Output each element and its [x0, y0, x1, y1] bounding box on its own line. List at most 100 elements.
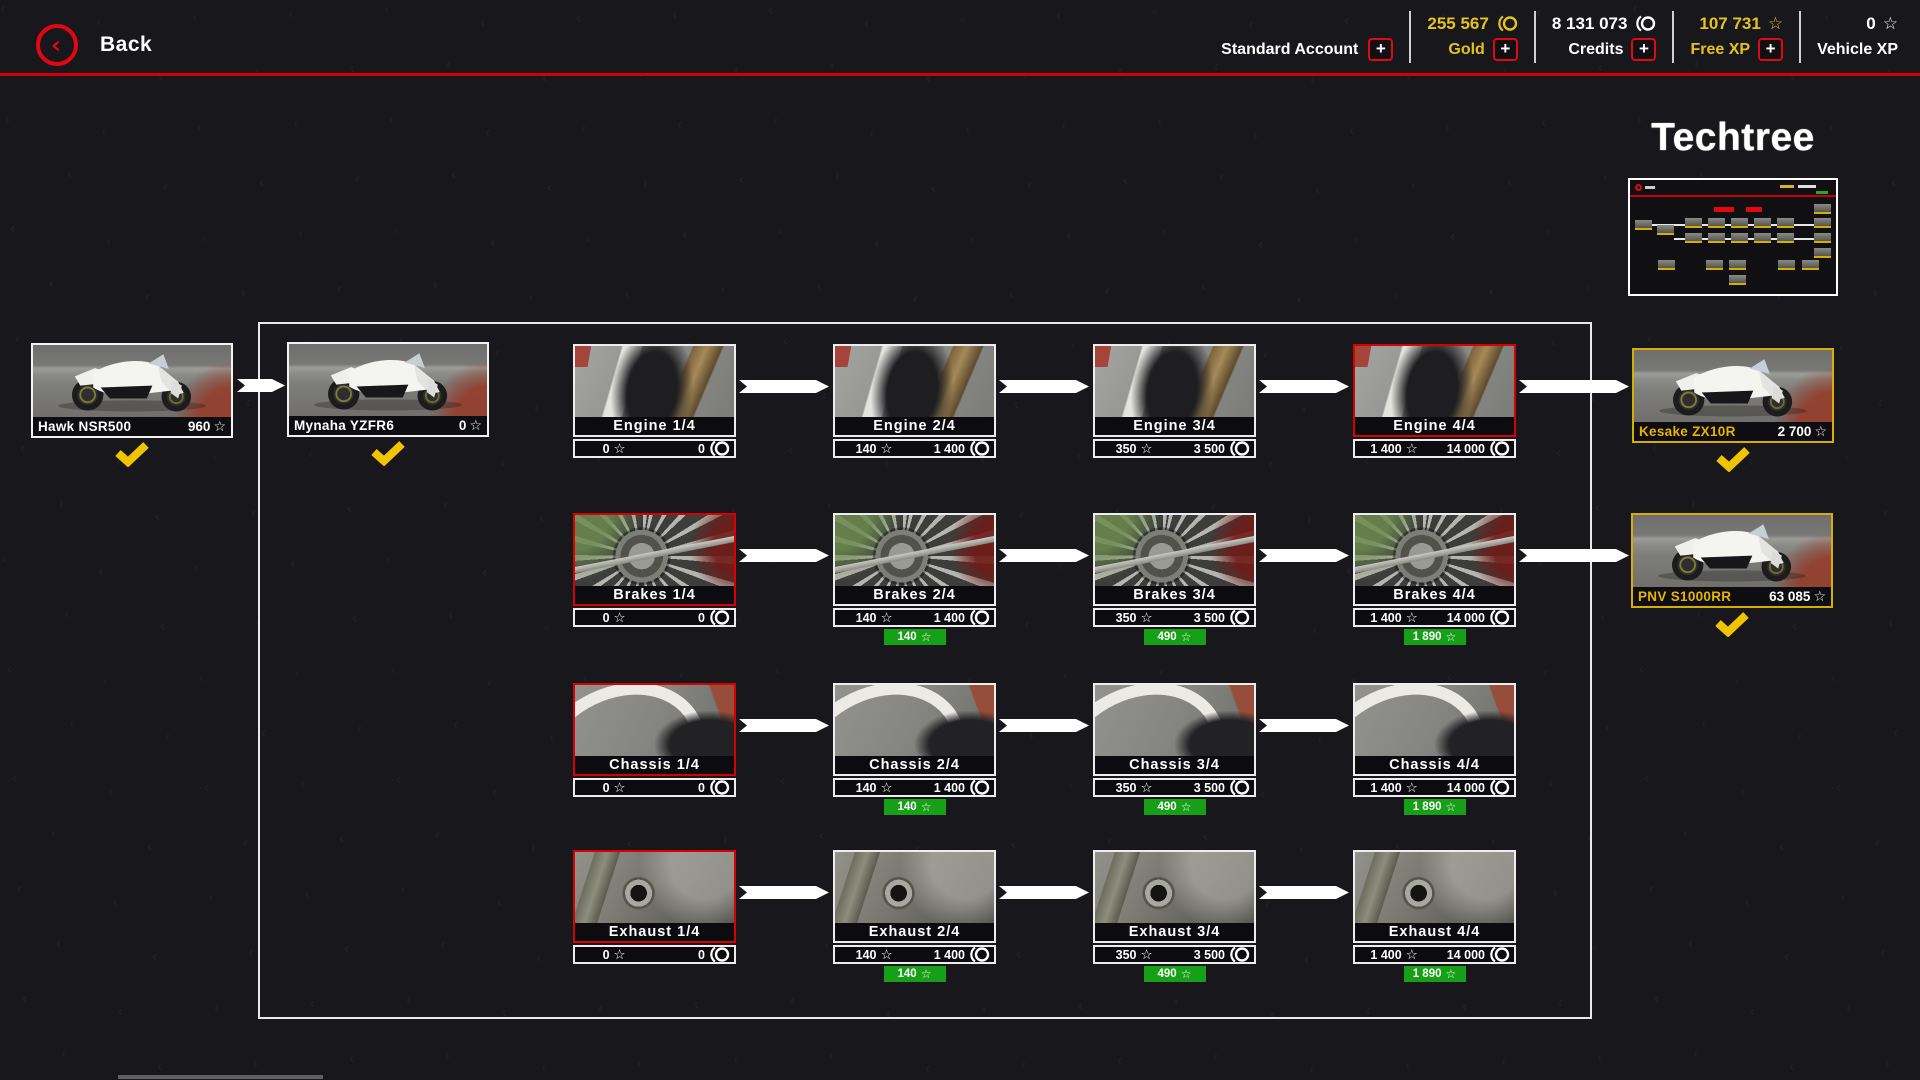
- unlock-xp-badge: 140☆: [883, 966, 946, 982]
- chassis-photo: [835, 685, 994, 756]
- minimap-node: [1685, 233, 1702, 243]
- back-circle-icon[interactable]: ‹: [36, 24, 78, 66]
- minimap-node: [1658, 260, 1675, 270]
- back-button[interactable]: ‹ Back: [36, 24, 152, 66]
- minimap-text-dash: [1780, 185, 1794, 188]
- currency-label-row: Gold +: [1448, 37, 1518, 63]
- minimap-back-icon: [1635, 184, 1642, 191]
- arrow-connector: [1259, 380, 1349, 398]
- currency-free-xp: 107 731☆Free XP+: [1678, 11, 1795, 63]
- minimap-node: [1777, 233, 1794, 243]
- xp-cost: 350☆: [1115, 440, 1153, 457]
- upgrade-title: Brakes 3/4: [1095, 586, 1254, 604]
- xp-cost: 140☆: [855, 609, 893, 626]
- xp-cost: 140☆: [855, 946, 893, 963]
- xp-cost: 0☆: [602, 779, 626, 796]
- account-type-label: Standard Account: [1221, 40, 1359, 58]
- upgrade-photo-box: Chassis 4/4: [1353, 683, 1516, 776]
- coin-icon: [970, 946, 990, 963]
- star-icon: ☆: [613, 609, 626, 626]
- upgrade-title: Brakes 4/4: [1355, 586, 1514, 604]
- minimap-node: [1731, 218, 1748, 228]
- exhaust-photo: [575, 852, 734, 923]
- unlock-xp-badge: 1 890☆: [1403, 966, 1466, 982]
- upgrade-cost-bar: 350☆3 500: [1093, 439, 1256, 458]
- upgrade-title: Exhaust 1/4: [575, 923, 734, 941]
- upgrade-cost-bar: 350☆3 500: [1093, 608, 1256, 627]
- minimap-connector-line: [1638, 224, 1814, 226]
- brakes-photo: [575, 515, 734, 586]
- motorcycle-illustration: [1659, 359, 1807, 417]
- star-icon: ☆: [613, 779, 626, 796]
- credits-cost: 14 000: [1429, 609, 1510, 626]
- unlock-xp-badge: 140☆: [883, 629, 946, 645]
- bike-node-pnv-s1000rr[interactable]: PNV S1000RR 63 085☆: [1631, 513, 1833, 638]
- horizontal-scrollbar[interactable]: [118, 1075, 323, 1079]
- bike-node-kesake-zx10r[interactable]: Kesake ZX10R 2 700☆: [1632, 348, 1834, 473]
- minimap-tab-highlight: [1714, 207, 1734, 212]
- currency-label-row: Vehicle XP: [1817, 37, 1898, 63]
- coin-icon: [710, 779, 730, 796]
- currency-label: Gold: [1448, 40, 1485, 58]
- unlock-xp-badge: 140☆: [883, 799, 946, 815]
- upgrade-node-engine-4-4[interactable]: Engine 4/4 1 400☆14 000: [1353, 344, 1516, 458]
- account-upgrade-button[interactable]: +: [1368, 38, 1394, 61]
- arrow-connector: [999, 549, 1089, 567]
- xp-cost: 350☆: [1115, 946, 1153, 963]
- currency-value: 0☆: [1866, 13, 1898, 34]
- xp-cost: 350☆: [1115, 609, 1153, 626]
- star-icon: ☆: [880, 779, 893, 796]
- currency-label: Free XP: [1690, 40, 1751, 58]
- page-title: Techtree: [1651, 116, 1815, 159]
- bike-node-hawk-nsr500[interactable]: Hawk NSR500 960☆: [31, 343, 233, 468]
- motorcycle-illustration: [314, 353, 462, 411]
- xp-cost: 140☆: [855, 440, 893, 457]
- upgrade-cost-bar: 1 400☆14 000: [1353, 439, 1516, 458]
- minimap-text-dash: [1645, 186, 1655, 189]
- add-credits-button[interactable]: +: [1631, 38, 1657, 61]
- bike-xp-value: 63 085☆: [1769, 588, 1826, 605]
- upgrade-title: Brakes 2/4: [835, 586, 994, 604]
- upgrade-cost-bar: 1 400☆14 000: [1353, 778, 1516, 797]
- minimap-node: [1754, 233, 1771, 243]
- upgrade-title: Chassis 3/4: [1095, 756, 1254, 774]
- add-free-xp-button[interactable]: +: [1758, 38, 1784, 61]
- chassis-photo: [1095, 685, 1254, 756]
- star-icon: ☆: [1882, 13, 1898, 34]
- bike-name: Kesake ZX10R: [1639, 424, 1736, 439]
- techtree-minimap[interactable]: [1628, 178, 1838, 296]
- bike-photo: [1634, 350, 1832, 422]
- star-icon: ☆: [1445, 967, 1457, 981]
- coin-icon: [710, 440, 730, 457]
- upgrade-photo-box: Engine 1/4: [573, 344, 736, 437]
- upgrade-title: Engine 4/4: [1355, 417, 1514, 435]
- star-icon: ☆: [920, 630, 932, 644]
- upgrade-cost-bar: 0☆0: [573, 945, 736, 964]
- back-label: Back: [100, 33, 153, 56]
- chevron-left-icon: ‹: [51, 31, 61, 59]
- upgrade-node-exhaust-1-4[interactable]: Exhaust 1/4 0☆0: [573, 850, 736, 964]
- add-gold-button[interactable]: +: [1492, 38, 1518, 61]
- bike-node-mynaha-yzfr6[interactable]: Mynaha YZFR6 0☆: [287, 342, 489, 467]
- arrow-connector: [739, 886, 829, 904]
- minimap-text-dash: [1798, 185, 1816, 188]
- upgrade-cost-bar: 1 400☆ 14 000: [1353, 608, 1516, 627]
- upgrade-title: Exhaust 3/4: [1095, 923, 1254, 941]
- xp-cost: 1 400☆: [1370, 609, 1418, 626]
- star-icon: ☆: [1405, 779, 1418, 796]
